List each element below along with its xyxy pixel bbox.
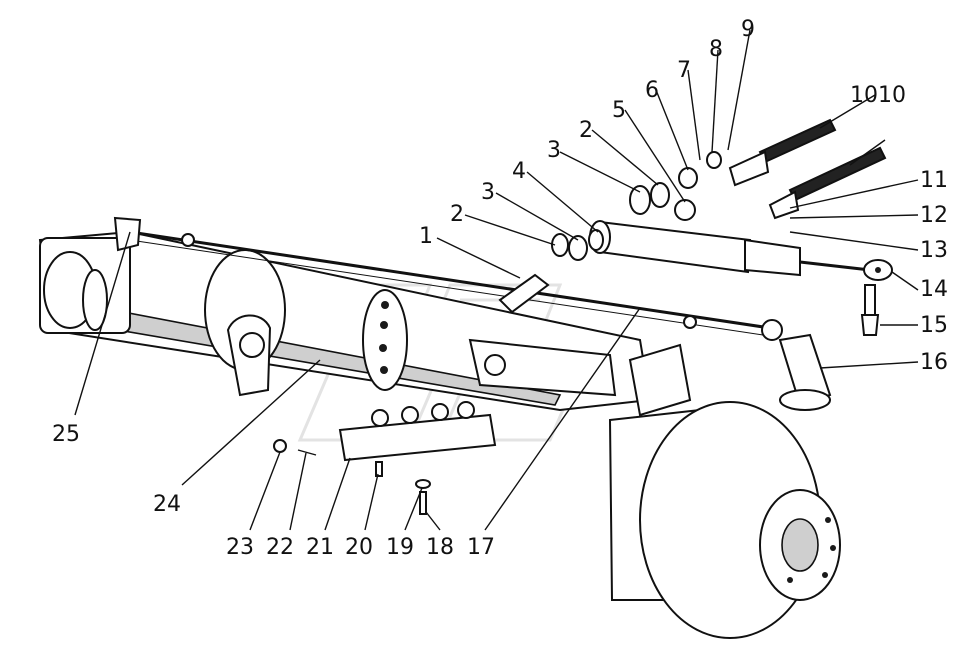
knuckle-bracket bbox=[778, 284, 880, 411]
callout-2b: 2 bbox=[579, 118, 593, 143]
callout-5: 5 bbox=[612, 98, 626, 123]
axle-housing bbox=[38, 230, 652, 412]
callout-2a: 2 bbox=[450, 202, 464, 227]
callout-18: 18 bbox=[426, 535, 454, 560]
callout-9: 9 bbox=[741, 17, 755, 42]
callout-4: 4 bbox=[512, 159, 526, 184]
callout-11: 11 bbox=[920, 168, 948, 193]
callout-15: 15 bbox=[920, 313, 948, 338]
steering-cylinder bbox=[589, 220, 893, 281]
callout-3b: 3 bbox=[547, 138, 561, 163]
callout-6: 6 bbox=[645, 78, 659, 103]
callout-13: 13 bbox=[920, 238, 948, 263]
callout-19: 19 bbox=[386, 535, 414, 560]
callout-labels: 1 2 2 3 3 4 5 6 7 8 9 10 10 11 12 13 14 … bbox=[52, 17, 948, 560]
callout-10a: 10 bbox=[850, 83, 878, 108]
callout-16: 16 bbox=[920, 350, 948, 375]
tie-rod bbox=[129, 230, 783, 341]
callout-12: 12 bbox=[920, 203, 948, 228]
hydraulic-hoses bbox=[728, 118, 887, 220]
callout-21: 21 bbox=[306, 535, 334, 560]
leader-lines bbox=[74, 29, 919, 531]
callout-24: 24 bbox=[153, 492, 181, 517]
small-parts bbox=[113, 151, 722, 515]
callout-1: 1 bbox=[419, 224, 433, 249]
callout-22: 22 bbox=[266, 535, 294, 560]
callout-3a: 3 bbox=[481, 180, 495, 205]
callout-25: 25 bbox=[52, 422, 80, 447]
callout-14: 14 bbox=[920, 277, 948, 302]
final-drive-hub bbox=[608, 343, 841, 639]
callout-17: 17 bbox=[467, 535, 495, 560]
callout-23: 23 bbox=[226, 535, 254, 560]
callout-20: 20 bbox=[345, 535, 373, 560]
callout-8: 8 bbox=[709, 37, 723, 62]
callout-7: 7 bbox=[677, 58, 691, 83]
callout-10b: 10 bbox=[878, 83, 906, 108]
